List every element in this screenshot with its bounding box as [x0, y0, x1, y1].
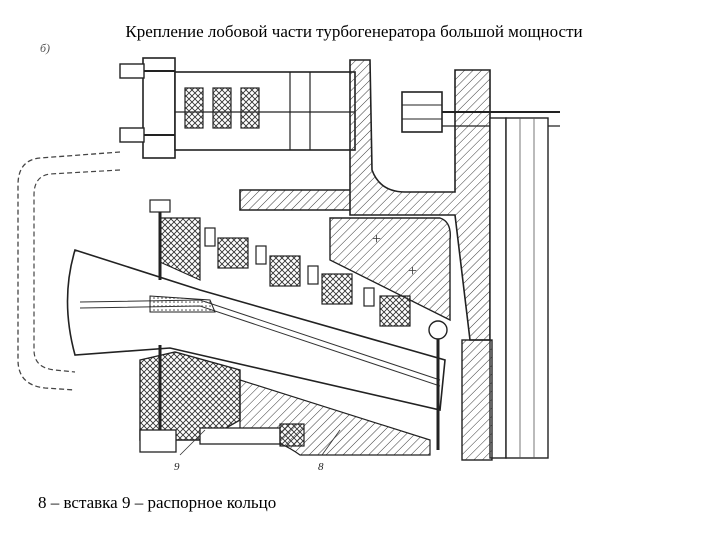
figure-caption: 8 – вставка 9 – распорное кольцо: [38, 493, 277, 512]
stator-core-end: [461, 117, 549, 461]
winding-outline-dashed: [17, 151, 121, 391]
svg-text:+: +: [408, 263, 417, 280]
bandage-clips: [204, 227, 375, 307]
insulation-strip: [149, 295, 216, 313]
top-clamp-assembly: [119, 57, 356, 159]
slide-title: Крепление лобовой части турбогенератора …: [125, 22, 583, 41]
panel-tag: б): [40, 41, 50, 55]
svg-text:+: +: [372, 231, 381, 248]
support-bracket-hatched: [239, 59, 491, 341]
label-spacer-ring: 9: [174, 461, 180, 473]
spacer-ring-lower: [139, 351, 241, 441]
tie-bolts: [139, 199, 448, 453]
lower-support-block: [329, 217, 451, 322]
winding-outline-dashed-inner: [33, 169, 121, 373]
label-insert: 8: [318, 461, 324, 473]
end-winding-bar: [66, 248, 446, 411]
